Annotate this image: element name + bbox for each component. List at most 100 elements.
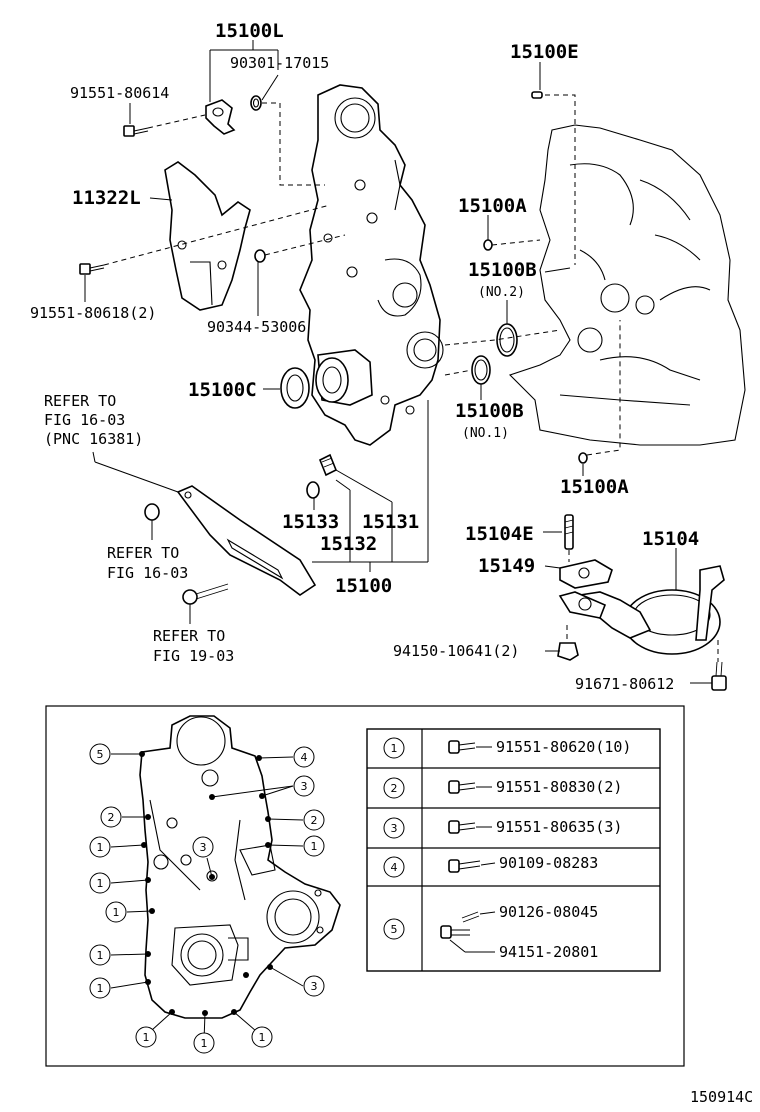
label-refer-1-line1: REFER TO — [44, 392, 116, 410]
label-15100B-no1-note: (NO.1) — [462, 426, 509, 441]
label-refer-1-line3: (PNC 16381) — [44, 430, 143, 448]
inset-cover-outline — [139, 715, 341, 1019]
label-94150-10641: 94150-10641(2) — [393, 642, 519, 660]
label-refer-1-line2: FIG 16-03 — [44, 411, 125, 429]
dowel-15100A-bottom — [578, 452, 588, 464]
label-refer-3-line1: REFER TO — [153, 627, 225, 645]
inset-callouts: 5 4 3 2 2 1 1 3 1 1 1 1 3 1 1 1 1 — [89, 743, 325, 1054]
svg-text:1: 1 — [97, 982, 104, 995]
legend-key-4: 4 — [383, 856, 405, 878]
legend-part-1: 91551-80620(10) — [496, 738, 631, 756]
callout-circle: 3 — [303, 975, 325, 997]
label-15100B-no1: 15100B — [455, 400, 524, 422]
callout-circle: 1 — [89, 977, 111, 999]
legend-part-4: 90109-08283 — [499, 854, 598, 872]
stud-15104E — [564, 514, 574, 550]
label-15104E: 15104E — [465, 523, 534, 545]
svg-text:3: 3 — [391, 822, 398, 835]
svg-text:1: 1 — [391, 742, 398, 755]
legend-bolt-icon — [440, 740, 481, 939]
label-15104: 15104 — [642, 528, 699, 550]
bolt-91551-80618 — [79, 263, 105, 275]
label-refer-2-line2: FIG 16-03 — [107, 564, 188, 582]
bolt-refer-19-03 — [182, 583, 229, 605]
label-refer-2-line1: REFER TO — [107, 544, 179, 562]
gasket-15149 — [559, 559, 613, 589]
callout-circle: 1 — [303, 835, 325, 857]
label-91551-80618: 91551-80618(2) — [30, 304, 156, 322]
pump-housing — [315, 349, 373, 406]
svg-text:5: 5 — [97, 748, 104, 761]
svg-text:1: 1 — [97, 877, 104, 890]
label-15100C: 15100C — [188, 379, 257, 401]
label-15149: 15149 — [478, 555, 535, 577]
svg-text:4: 4 — [391, 861, 398, 874]
callout-circle: 2 — [303, 809, 325, 831]
svg-text:3: 3 — [311, 980, 318, 993]
legend-part-2: 91551-80830(2) — [496, 778, 622, 796]
bolt-location-inset-frame — [45, 705, 685, 1067]
label-15100E: 15100E — [510, 41, 579, 63]
label-15100: 15100 — [335, 575, 392, 597]
svg-text:1: 1 — [259, 1031, 266, 1044]
label-15100A-top: 15100A — [458, 195, 527, 217]
svg-text:3: 3 — [200, 841, 207, 854]
label-15100B-no2-note: (NO.2) — [478, 285, 525, 300]
legend-part-5b: 94151-20801 — [499, 943, 598, 961]
svg-text:1: 1 — [201, 1037, 208, 1050]
engine-block-outline — [508, 124, 746, 446]
callout-circle: 1 — [89, 944, 111, 966]
legend-part-5a: 90126-08045 — [499, 903, 598, 921]
svg-text:1: 1 — [143, 1031, 150, 1044]
label-90301-17015: 90301-17015 — [230, 54, 329, 72]
callout-circle: 3 — [192, 836, 214, 858]
svg-text:2: 2 — [311, 814, 318, 827]
sensor-15100L — [205, 95, 262, 135]
legend-key-2: 2 — [383, 777, 405, 799]
svg-text:1: 1 — [311, 840, 318, 853]
label-91671-80612: 91671-80612 — [575, 675, 674, 693]
svg-text:1: 1 — [97, 841, 104, 854]
callout-circle: 4 — [293, 746, 315, 768]
oil-seal-15100C — [280, 367, 310, 409]
dashed-assembly-lines — [103, 94, 719, 662]
callout-circle: 3 — [293, 775, 315, 797]
callout-circle: 5 — [89, 743, 111, 765]
label-91551-80614: 91551-80614 — [70, 84, 169, 102]
svg-text:3: 3 — [301, 780, 308, 793]
label-15132: 15132 — [320, 533, 377, 555]
label-15100L: 15100L — [215, 20, 284, 42]
label-11322L: 11322L — [72, 187, 141, 209]
legend-key-1: 1 — [383, 737, 405, 759]
callout-circle: 1 — [193, 1032, 215, 1054]
label-15100B-no2: 15100B — [468, 259, 537, 281]
callout-circle: 2 — [100, 806, 122, 828]
legend-key-3: 3 — [383, 817, 405, 839]
bolt-91671 — [711, 661, 727, 691]
callout-circle: 1 — [251, 1026, 273, 1048]
nut-94150 — [557, 642, 579, 661]
relief-valve-parts — [306, 453, 338, 499]
label-15133: 15133 — [282, 511, 339, 533]
svg-text:2: 2 — [391, 782, 398, 795]
svg-text:2: 2 — [108, 811, 115, 824]
label-90344-53006: 90344-53006 — [207, 318, 306, 336]
bracket-11322L — [164, 161, 251, 311]
svg-text:5: 5 — [391, 923, 398, 936]
svg-text:1: 1 — [113, 906, 120, 919]
pin-15100E — [531, 91, 543, 99]
svg-text:1: 1 — [97, 949, 104, 962]
oring-15100B-no2 — [496, 323, 518, 357]
label-15131: 15131 — [362, 511, 419, 533]
callout-circle: 1 — [89, 836, 111, 858]
legend-key-5: 5 — [383, 918, 405, 940]
legend-part-3: 91551-80635(3) — [496, 818, 622, 836]
oring-15100B-no1 — [471, 355, 491, 385]
callout-circle: 1 — [89, 872, 111, 894]
dowel-90344 — [254, 249, 266, 263]
nut-refer-16-03 — [144, 503, 160, 521]
svg-text:4: 4 — [301, 751, 308, 764]
label-refer-3-line2: FIG 19-03 — [153, 647, 234, 665]
bolt-91551-80614 — [123, 125, 149, 137]
oil-strainer-15104 — [558, 565, 725, 655]
